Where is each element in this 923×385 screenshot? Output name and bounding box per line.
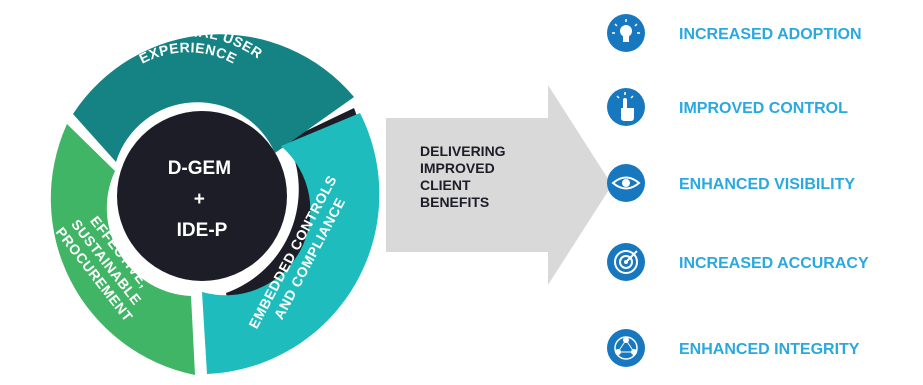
benefit-control-label: IMPROVED CONTROL [679,100,848,117]
segment-top [73,34,354,162]
center-text: D-GEM + IDE-P [168,158,237,241]
target-icon [607,243,645,281]
segment-left [50,124,195,375]
benefit-visibility: ENHANCED VISIBILITY [607,164,855,202]
touch-pointer-icon [607,88,645,126]
benefit-control: IMPROVED CONTROL [607,88,848,126]
benefit-adoption-label: INCREASED ADOPTION [679,26,862,43]
delivery-arrow [386,85,612,285]
network-people-icon [607,329,645,367]
benefit-accuracy-label: INCREASED ACCURACY [679,255,869,272]
benefit-integrity: ENHANCED INTEGRITY [607,329,860,367]
benefit-adoption: INCREASED ADOPTION [607,14,862,52]
segment-right [202,113,380,374]
lightbulb-icon [607,14,645,52]
center-circle [117,111,287,281]
benefit-integrity-label: ENHANCED INTEGRITY [679,341,860,358]
arrow-text: DELIVERING IMPROVED CLIENT BENEFITS [420,143,509,210]
benefit-visibility-label: ENHANCED VISIBILITY [679,176,855,193]
benefit-accuracy: INCREASED ACCURACY [607,243,869,281]
eye-icon [607,164,645,202]
